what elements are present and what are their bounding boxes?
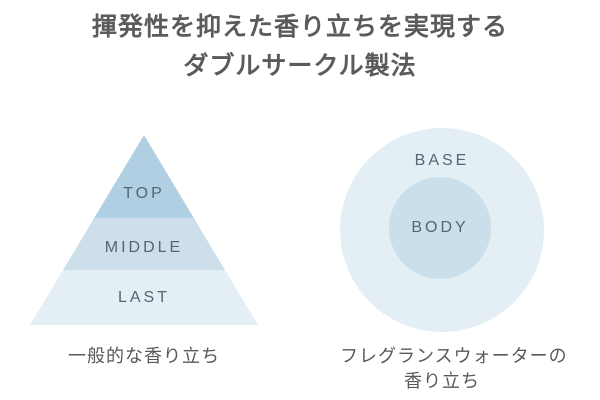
- pyramid-label-top: TOP: [123, 185, 165, 202]
- fragrance-pyramid: TOP MIDDLE LAST: [30, 135, 258, 325]
- double-circle-outer: BASE BODY: [340, 128, 544, 332]
- pyramid-band-last: [30, 270, 258, 325]
- title-line-1: 揮発性を抑えた香り立ちを実現する: [91, 13, 508, 41]
- page-title: 揮発性を抑えた香り立ちを実現する ダブルサークル製法: [0, 8, 600, 86]
- circle-label-body: BODY: [411, 219, 469, 236]
- right-caption-line-1: フレグランスウォーターの: [340, 346, 568, 366]
- circle-label-base: BASE: [414, 152, 470, 169]
- left-figure-caption: 一般的な香り立ち: [30, 344, 258, 369]
- right-caption-line-2: 香り立ち: [404, 371, 480, 391]
- double-circle-inner: BODY: [389, 177, 491, 279]
- pyramid-label-middle: MIDDLE: [104, 239, 184, 256]
- pyramid-label-last: LAST: [117, 289, 170, 306]
- title-line-2: ダブルサークル製法: [183, 52, 417, 80]
- pyramid-band-top: [30, 135, 258, 218]
- right-figure-caption: フレグランスウォーターの 香り立ち: [340, 344, 568, 394]
- left-caption-text: 一般的な香り立ち: [68, 346, 220, 366]
